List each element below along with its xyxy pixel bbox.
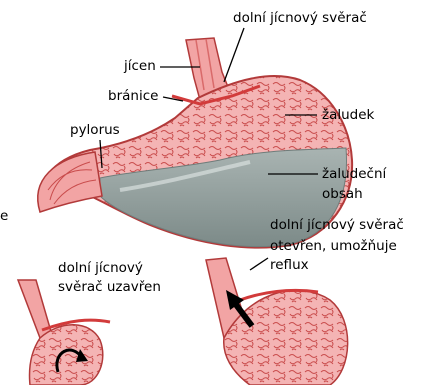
label-pylorus: pylorus [70, 122, 120, 138]
label-closed-line2: svěrač uzavřen [58, 279, 161, 295]
leader-sphincter-top [224, 28, 244, 82]
label-open-line3: reflux [270, 257, 309, 273]
label-closed-line1: dolní jícnový [58, 260, 143, 276]
label-diaphragm: bránice [108, 88, 158, 104]
label-contents-line1: žaludeční [322, 166, 386, 182]
pylorus-duodenum [38, 152, 102, 212]
label-open-line2: otevřen, umožňuje [270, 238, 397, 254]
leader-open [250, 258, 268, 270]
label-sphincter-top: dolní jícnový svěrač [233, 10, 367, 26]
label-edge-fragment: e [0, 208, 8, 224]
label-stomach: žaludek [322, 107, 374, 123]
open-stomach [224, 290, 348, 385]
label-esophagus: jícen [124, 58, 156, 74]
label-contents-line2: obsah [322, 186, 363, 202]
label-open-line1: dolní jícnový svěrač [270, 217, 404, 233]
open-sphincter-illustration [206, 258, 348, 385]
closed-sphincter-illustration [18, 280, 110, 385]
